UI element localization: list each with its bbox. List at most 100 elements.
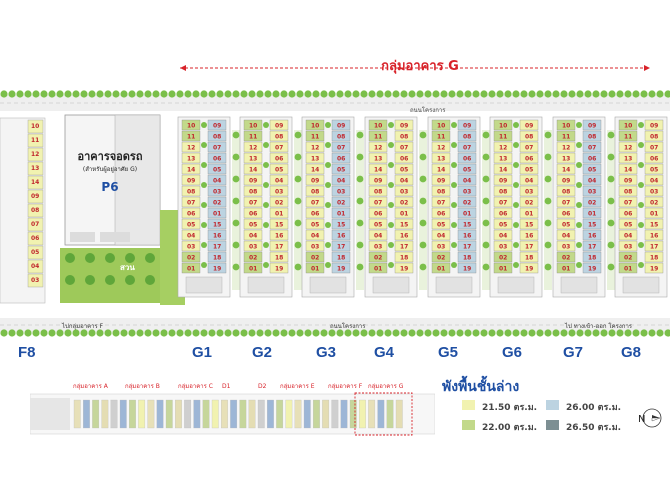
svg-text:01: 01	[249, 266, 257, 273]
svg-text:05: 05	[311, 222, 319, 229]
svg-text:07: 07	[624, 200, 632, 207]
svg-text:01: 01	[562, 266, 570, 273]
svg-text:07: 07	[499, 200, 507, 207]
svg-text:12: 12	[437, 145, 445, 152]
svg-text:02: 02	[374, 255, 382, 262]
svg-text:01: 01	[525, 211, 533, 218]
legend-label-2600: 26.00 ตร.ม.	[566, 403, 622, 413]
svg-text:03: 03	[562, 244, 570, 251]
keymap-label-b: กลุ่มอาคาร B	[125, 383, 160, 390]
svg-text:08: 08	[463, 134, 471, 141]
svg-text:16: 16	[650, 233, 658, 240]
svg-text:02: 02	[437, 255, 445, 262]
svg-text:13: 13	[249, 156, 257, 163]
svg-text:15: 15	[525, 222, 533, 229]
svg-text:12: 12	[249, 145, 257, 152]
svg-text:14: 14	[249, 167, 257, 174]
svg-text:06: 06	[213, 156, 221, 163]
svg-text:09: 09	[374, 178, 382, 185]
svg-text:06: 06	[437, 211, 445, 218]
svg-text:06: 06	[562, 211, 570, 218]
svg-text:03: 03	[187, 244, 195, 251]
svg-text:08: 08	[311, 189, 319, 196]
building-label-g4: G4	[374, 344, 395, 361]
svg-text:09: 09	[650, 123, 658, 130]
svg-text:01: 01	[588, 211, 596, 218]
svg-text:03: 03	[400, 189, 408, 196]
svg-text:15: 15	[588, 222, 596, 229]
svg-text:05: 05	[525, 167, 533, 174]
svg-text:01: 01	[337, 211, 345, 218]
svg-text:02: 02	[213, 200, 221, 207]
svg-text:06: 06	[187, 211, 195, 218]
keymap-label-g: กลุ่มอาคาร G	[368, 383, 404, 390]
svg-text:01: 01	[374, 266, 382, 273]
svg-text:08: 08	[650, 134, 658, 141]
svg-text:04: 04	[463, 178, 471, 185]
svg-text:04: 04	[374, 233, 382, 240]
svg-text:04: 04	[311, 233, 319, 240]
svg-text:05: 05	[400, 167, 408, 174]
svg-text:05: 05	[562, 222, 570, 229]
svg-text:06: 06	[400, 156, 408, 163]
bottom-tree-row	[0, 329, 670, 337]
svg-text:03: 03	[588, 189, 596, 196]
svg-text:09: 09	[337, 123, 345, 130]
svg-text:17: 17	[463, 244, 471, 251]
svg-text:06: 06	[275, 156, 283, 163]
svg-text:11: 11	[562, 134, 570, 141]
svg-text:19: 19	[337, 266, 345, 273]
svg-text:09: 09	[213, 123, 221, 130]
svg-text:18: 18	[337, 255, 345, 262]
svg-text:15: 15	[337, 222, 345, 229]
svg-text:04: 04	[400, 178, 408, 185]
svg-text:08: 08	[275, 134, 283, 141]
building-label-g7: G7	[563, 344, 584, 361]
svg-text:15: 15	[400, 222, 408, 229]
svg-text:15: 15	[650, 222, 658, 229]
svg-text:05: 05	[31, 249, 39, 256]
svg-text:03: 03	[499, 244, 507, 251]
svg-text:10: 10	[437, 123, 445, 130]
keymap-label-f: กลุ่มอาคาร F	[328, 383, 363, 390]
svg-text:09: 09	[525, 123, 533, 130]
svg-text:02: 02	[562, 255, 570, 262]
svg-text:11: 11	[187, 134, 195, 141]
svg-text:12: 12	[187, 145, 195, 152]
svg-text:10: 10	[499, 123, 507, 130]
building-label-g8: G8	[621, 344, 642, 361]
svg-text:07: 07	[275, 145, 283, 152]
building-label-g2: G2	[252, 344, 273, 361]
svg-text:09: 09	[588, 123, 596, 130]
svg-text:01: 01	[275, 211, 283, 218]
svg-text:12: 12	[311, 145, 319, 152]
svg-text:08: 08	[437, 189, 445, 196]
svg-text:02: 02	[337, 200, 345, 207]
svg-text:18: 18	[213, 255, 221, 262]
svg-text:14: 14	[31, 179, 39, 186]
svg-text:01: 01	[400, 211, 408, 218]
svg-text:18: 18	[463, 255, 471, 262]
svg-text:11: 11	[499, 134, 507, 141]
svg-text:05: 05	[650, 167, 658, 174]
svg-text:09: 09	[463, 123, 471, 130]
svg-text:09: 09	[187, 178, 195, 185]
svg-text:07: 07	[588, 145, 596, 152]
svg-text:06: 06	[31, 235, 39, 242]
svg-text:04: 04	[562, 233, 570, 240]
svg-text:12: 12	[499, 145, 507, 152]
svg-text:19: 19	[463, 266, 471, 273]
svg-text:04: 04	[337, 178, 345, 185]
svg-text:16: 16	[588, 233, 596, 240]
svg-text:16: 16	[463, 233, 471, 240]
svg-text:11: 11	[249, 134, 257, 141]
svg-text:14: 14	[562, 167, 570, 174]
svg-text:13: 13	[187, 156, 195, 163]
svg-text:12: 12	[31, 151, 39, 158]
svg-text:04: 04	[650, 178, 658, 185]
svg-text:07: 07	[337, 145, 345, 152]
svg-text:02: 02	[463, 200, 471, 207]
building-label-g1: G1	[192, 344, 213, 361]
legend-swatch-2650	[546, 420, 559, 430]
